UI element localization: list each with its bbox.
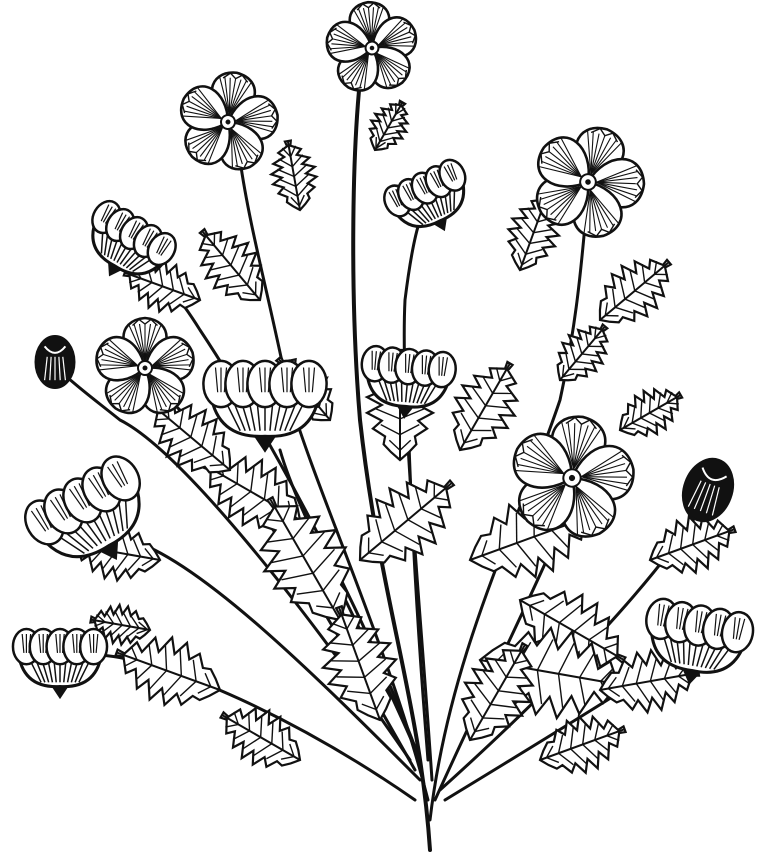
leaf — [368, 99, 410, 152]
leaf — [218, 706, 302, 769]
flower — [24, 455, 141, 561]
flower — [325, 0, 418, 92]
flower — [91, 199, 177, 277]
leaf — [460, 641, 535, 742]
flower — [512, 415, 635, 538]
flower — [645, 597, 755, 685]
leaves — [69, 99, 738, 775]
leaf — [268, 139, 319, 212]
leaf — [358, 478, 456, 564]
leaf — [198, 227, 264, 302]
leaf — [114, 635, 222, 708]
leaf — [258, 495, 351, 622]
flower — [95, 316, 195, 415]
leaf — [538, 714, 628, 775]
flower — [360, 344, 457, 419]
leaf — [320, 604, 399, 722]
stem — [128, 538, 422, 782]
flower — [180, 71, 279, 171]
flower — [681, 457, 735, 523]
stem — [351, 78, 432, 852]
leaf — [451, 360, 520, 452]
leaf — [598, 258, 673, 324]
flower — [34, 335, 76, 389]
flowers — [11, 0, 755, 700]
flower — [202, 359, 328, 453]
leaf — [89, 602, 152, 648]
leaf — [648, 514, 738, 575]
leaf — [556, 322, 610, 382]
flower — [11, 627, 109, 700]
flower — [383, 158, 467, 232]
flower — [535, 126, 646, 238]
leaf — [618, 386, 684, 438]
